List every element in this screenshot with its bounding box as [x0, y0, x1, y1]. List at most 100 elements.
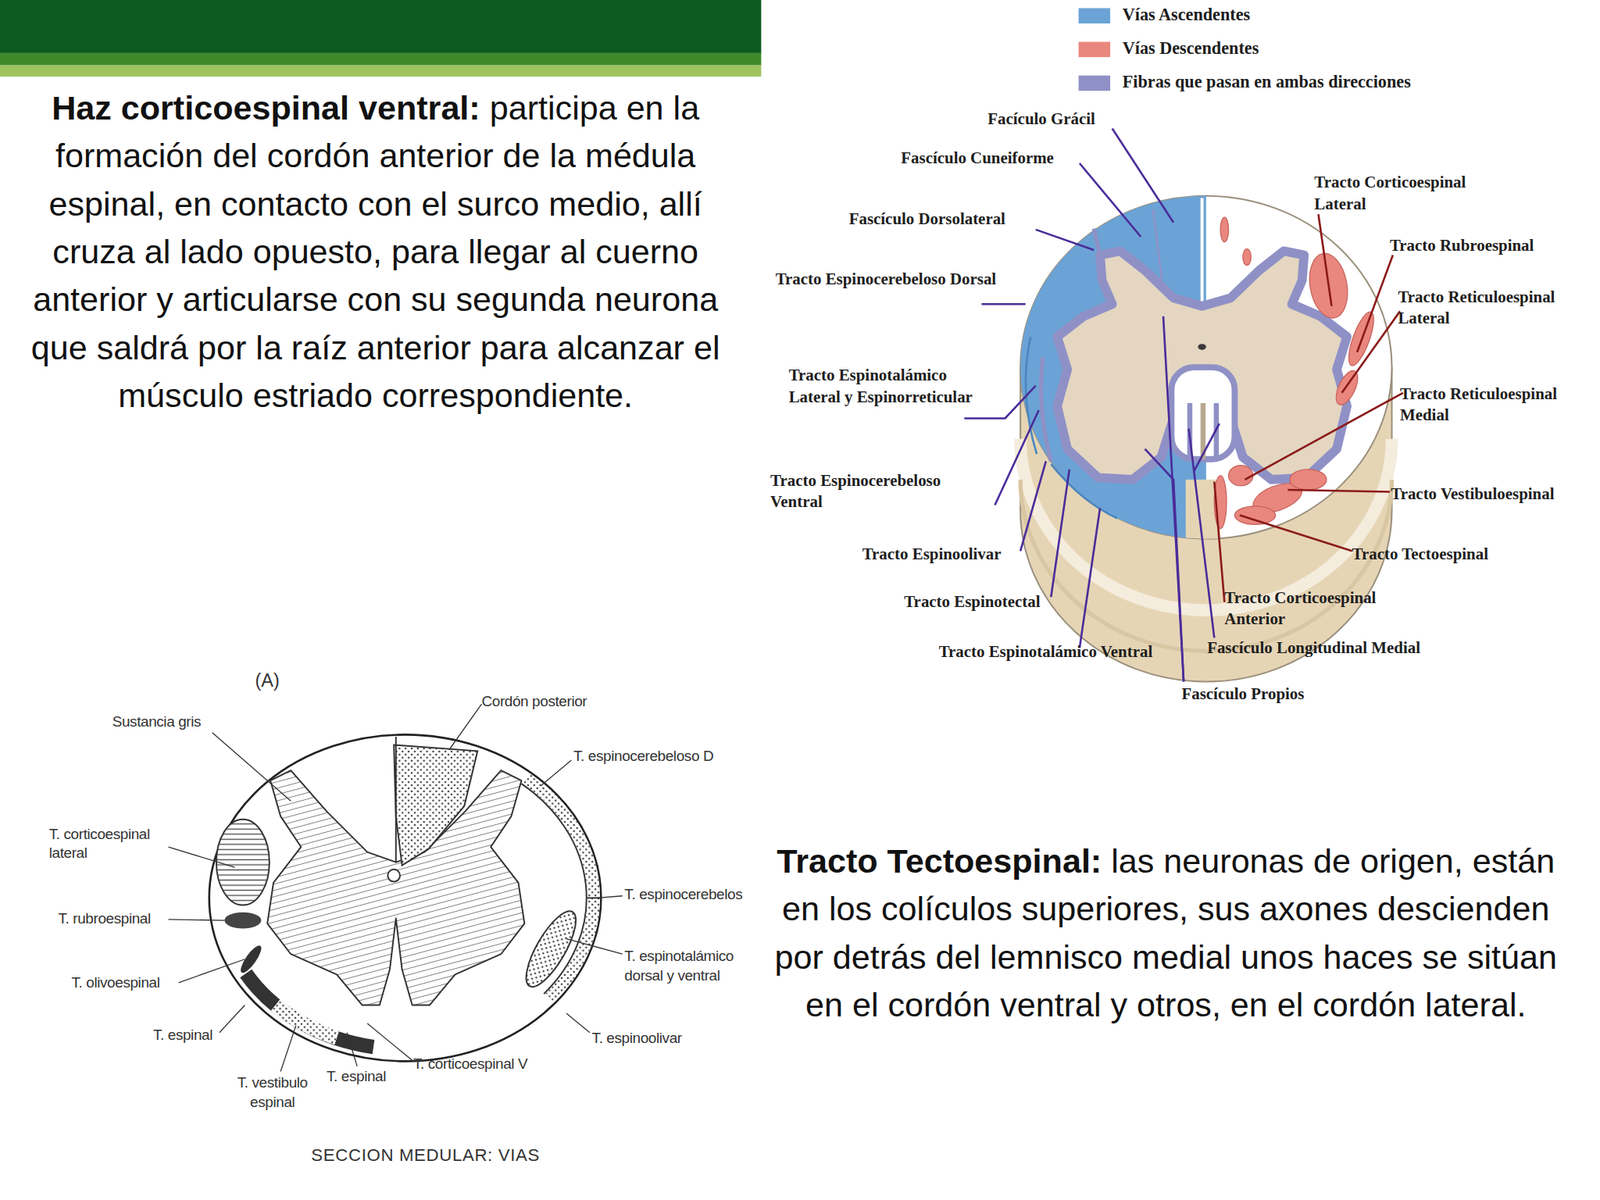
tract-label: Fascículo Dorsolateral — [849, 207, 1043, 229]
leader-line — [1079, 163, 1141, 237]
leader-line — [566, 1013, 590, 1033]
tract-label: Facículo Grácil — [987, 107, 1131, 129]
tract-label: Tracto Tectoespinal — [1352, 542, 1536, 565]
olivospinal-tract — [237, 942, 265, 976]
leader-line — [280, 1025, 297, 1072]
banner-stripe — [0, 65, 761, 77]
tract-patch — [1228, 465, 1254, 486]
posterior-septum — [395, 736, 397, 863]
tract-label: Tracto Corticoespinal Lateral — [1314, 171, 1518, 215]
tract-label: Tracto Corticoespinal Anterior — [1224, 586, 1429, 630]
posterior-column — [393, 744, 478, 865]
leader-line — [981, 303, 1025, 306]
central-canal — [387, 869, 400, 883]
legend-swatch — [1078, 75, 1111, 92]
leader-lines — [1214, 214, 1404, 602]
leader-line — [1342, 310, 1400, 393]
mixed-fibres — [1041, 357, 1052, 461]
grey-matter — [1057, 250, 1347, 480]
tract-patch — [1220, 217, 1229, 242]
corticospinal-tract — [216, 819, 270, 906]
leader-line — [178, 959, 246, 983]
legend-text: Vías Descendentes — [1122, 37, 1260, 61]
leader-line — [1214, 481, 1225, 602]
legend-swatch — [1078, 7, 1111, 24]
leader-line — [1244, 392, 1403, 480]
tract-patch — [1289, 469, 1327, 490]
rubrospinal-tract — [224, 912, 261, 929]
posterior-septum — [1200, 197, 1204, 306]
leader-line — [596, 896, 623, 899]
leader-line — [168, 846, 236, 868]
tract-label: Tracto Rubroespinal — [1389, 234, 1579, 256]
leader-line — [540, 760, 572, 786]
leader-line — [964, 385, 1036, 419]
leader-line — [1189, 428, 1215, 639]
leader-line — [1050, 469, 1070, 597]
vestibulospinal-band — [275, 1005, 337, 1039]
vestibulospinal-band — [275, 1005, 337, 1039]
figure-label: T. vestibulo espinal — [226, 1073, 319, 1113]
figure-label: T. espinoolivar — [592, 1028, 715, 1049]
figure-label: Sustancia gris — [112, 712, 236, 733]
leader-line — [566, 939, 623, 955]
leader-line — [449, 703, 483, 750]
tract-label: Tracto Espinotalámico Lateral y Espinorr… — [789, 364, 989, 408]
legend-swatch — [1078, 42, 1111, 58]
figure-caption: SECCION MEDULAR: VIAS — [310, 1144, 540, 1168]
legend-text: Vías Ascendentes — [1122, 3, 1250, 27]
leader-line — [346, 1032, 358, 1067]
descending-tracts — [1214, 217, 1379, 529]
banner-bar — [0, 0, 761, 54]
leader-line — [1239, 515, 1353, 552]
paragraph-heading: Haz corticoespinal ventral: — [51, 89, 481, 127]
figure-label: T. olivoespinal — [71, 973, 194, 993]
tract-label: Tracto Espinocerebeloso Dorsal — [775, 268, 1011, 290]
figure-label: Cordón posterior — [481, 692, 625, 712]
text-paragraph: Tracto Tectoespinal:las neuronas de orig… — [770, 836, 1561, 1029]
leader-line — [994, 410, 1039, 505]
banner-stripe — [0, 53, 761, 66]
figure-label: (A) — [255, 669, 297, 693]
figure-label: T. espinal — [326, 1067, 408, 1087]
anterior-commissure — [1171, 367, 1235, 460]
leader-line — [212, 732, 292, 802]
tract-label: Tracto Reticuloespinal Lateral — [1397, 285, 1597, 329]
tract-label: Tracto Espinocerebeloso Ventral — [770, 469, 990, 513]
figure-label: T. espinocerebelos — [624, 884, 768, 904]
spinal-cord-sketch — [168, 703, 623, 1072]
leader-line — [1193, 423, 1220, 472]
cord-outline — [209, 734, 602, 1061]
central-canal — [1197, 343, 1206, 350]
leader-line — [1079, 507, 1100, 648]
leader-line — [1287, 489, 1390, 493]
tract-patch — [1332, 367, 1363, 408]
leader-line — [1020, 460, 1047, 551]
figure-label: T. corticoespinal V — [413, 1053, 567, 1074]
figure-label: T. espinal — [153, 1025, 235, 1046]
figure-label: T. espinotalámico dorsal y ventral — [624, 946, 768, 986]
leader-line — [219, 1005, 246, 1033]
tract-label: Fascículo Cuneiforme — [900, 146, 1095, 168]
paragraph-heading: Tracto Tectoespinal: — [776, 842, 1102, 880]
tract-label: Tracto Espinotectal — [903, 590, 1078, 612]
tract-label: Tracto Vestibuloespinal — [1390, 482, 1595, 504]
leader-line — [1318, 214, 1333, 307]
figure-label: T. espinocerebeloso D — [573, 746, 747, 767]
tract-label: Fascículo Propios — [1181, 682, 1345, 704]
ventral-band — [246, 973, 374, 1047]
tract-label: Tracto Reticuloespinal Medial — [1400, 382, 1600, 426]
figure-label: T. corticoespinal lateral — [49, 824, 172, 864]
legend-text: Fibras que pasan en ambas direcciones — [1122, 71, 1411, 94]
text-paragraph: Haz corticoespinal ventral:participa en … — [7, 83, 743, 420]
spinothalamic-tract — [517, 904, 586, 993]
tract-label: Tracto Espinoolivar — [862, 542, 1036, 565]
leader-line — [1112, 128, 1174, 223]
leader-line — [168, 919, 225, 921]
leader-line — [1035, 229, 1094, 250]
tract-label: Fascículo Longitudinal Medial — [1207, 636, 1473, 658]
paragraph-body: participa en la formación del cordón ant… — [31, 89, 721, 415]
leader-lines — [168, 703, 623, 1072]
tract-patch — [1242, 249, 1251, 266]
